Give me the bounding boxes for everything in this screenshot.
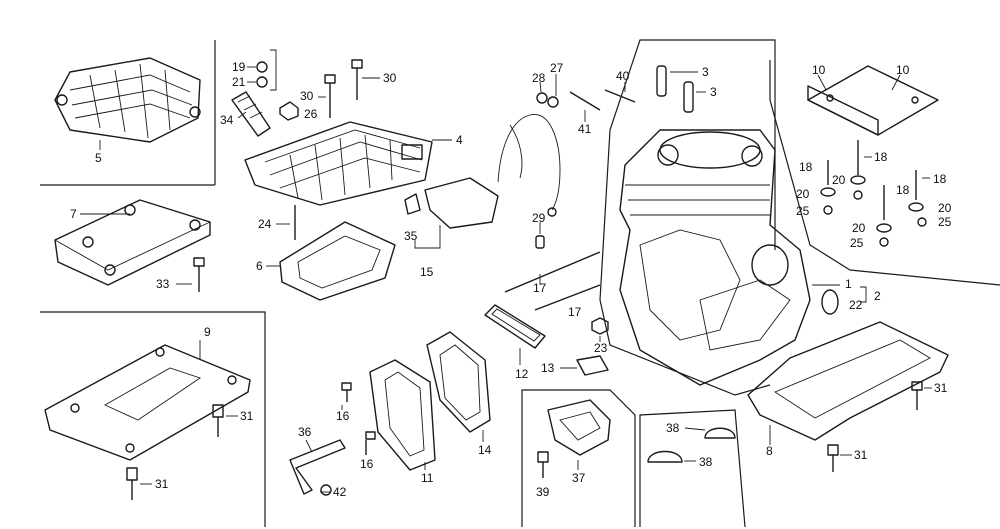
- bolts-16: [341, 382, 376, 455]
- callout-8: 8: [766, 444, 773, 458]
- callout-20: 20: [832, 173, 846, 187]
- callout-33: 33: [156, 277, 170, 291]
- callout-16: 16: [360, 457, 374, 471]
- callout-17: 17: [568, 305, 582, 319]
- callout-labels: 1 2 3 3 4 5 6 7 8 9 10 10 11 12 13 14 15…: [70, 60, 952, 499]
- part-14-gasket: [426, 331, 491, 442]
- nut-23: [591, 317, 609, 342]
- part-6-gasket: [266, 221, 396, 301]
- part-9-base-plate: [44, 340, 251, 461]
- callout-18: 18: [933, 172, 947, 186]
- callout-9: 9: [204, 325, 211, 339]
- callout-22: 22: [849, 298, 863, 312]
- callout-18: 18: [874, 150, 888, 164]
- callout-30: 30: [383, 71, 397, 85]
- stud-24: [276, 205, 296, 240]
- rods-17: [504, 251, 601, 311]
- bolts-31: [126, 404, 238, 500]
- callout-25: 25: [938, 215, 952, 229]
- callout-18: 18: [799, 160, 813, 174]
- part-8-base-frame: [747, 321, 949, 445]
- callout-15: 15: [420, 265, 434, 279]
- callout-10: 10: [812, 63, 826, 77]
- callout-35: 35: [404, 229, 418, 243]
- callout-6: 6: [256, 259, 263, 273]
- callout-2: 2: [874, 289, 881, 303]
- callout-31: 31: [240, 409, 254, 423]
- callout-12: 12: [515, 367, 529, 381]
- callout-10: 10: [896, 63, 910, 77]
- callout-31: 31: [934, 381, 948, 395]
- callout-5: 5: [95, 151, 102, 165]
- callout-19: 19: [232, 60, 246, 74]
- callout-3: 3: [702, 65, 709, 79]
- callout-3: 3: [710, 85, 717, 99]
- callout-13: 13: [541, 361, 555, 375]
- part-7-cover: [54, 199, 211, 286]
- callout-41: 41: [578, 122, 592, 136]
- callout-28: 28: [532, 71, 546, 85]
- callout-20: 20: [796, 187, 810, 201]
- callout-21: 21: [232, 75, 246, 89]
- callout-25: 25: [796, 204, 810, 218]
- callout-7: 7: [70, 207, 77, 221]
- callout-20: 20: [852, 221, 866, 235]
- bolts-31-right: [827, 381, 932, 472]
- pipe-36-clip-42: [289, 439, 346, 496]
- caps-38: [647, 427, 736, 463]
- callout-18: 18: [896, 183, 910, 197]
- callout-20: 20: [938, 201, 952, 215]
- callout-1: 1: [845, 277, 852, 291]
- callout-27: 27: [550, 61, 564, 75]
- callout-16: 16: [336, 409, 350, 423]
- callout-23: 23: [594, 341, 608, 355]
- callout-26: 26: [304, 107, 318, 121]
- part-34-spark-plug: [231, 49, 277, 137]
- callout-11: 11: [421, 471, 434, 485]
- plates-10: [807, 65, 939, 136]
- callout-17: 17: [533, 281, 547, 295]
- studs-18-20-25: [820, 140, 930, 247]
- callout-34: 34: [220, 113, 234, 127]
- callout-40: 40: [616, 69, 630, 83]
- callout-38: 38: [666, 421, 680, 435]
- callout-38: 38: [699, 455, 713, 469]
- part-37-bracket: [537, 399, 611, 478]
- pins-3: [656, 65, 706, 113]
- nuts-27-28: [536, 74, 559, 108]
- callout-42: 42: [333, 485, 347, 499]
- bolt-33: [176, 257, 205, 292]
- part-1-crankcase: [619, 129, 840, 386]
- pin-29: [535, 222, 545, 249]
- shafts-40-41: [569, 82, 636, 122]
- callout-29: 29: [532, 211, 546, 225]
- callout-4: 4: [456, 133, 463, 147]
- callout-24: 24: [258, 217, 272, 231]
- part-13-block: [560, 355, 609, 376]
- callout-37: 37: [572, 471, 586, 485]
- callout-31: 31: [854, 448, 868, 462]
- callout-39: 39: [536, 485, 550, 499]
- bolts-30-26: [279, 59, 380, 121]
- part-11-side-cover: [369, 359, 436, 471]
- callout-36: 36: [298, 425, 312, 439]
- callout-30: 30: [300, 89, 314, 103]
- part-5-head-cover: [54, 57, 201, 150]
- seal-22: [821, 286, 867, 315]
- callout-31: 31: [155, 477, 169, 491]
- callout-14: 14: [478, 443, 492, 457]
- part-12-gasket: [484, 304, 546, 365]
- callout-25: 25: [850, 236, 864, 250]
- part-15-ignition-coil: [404, 114, 561, 249]
- part-4-cylinder-head: [244, 121, 452, 206]
